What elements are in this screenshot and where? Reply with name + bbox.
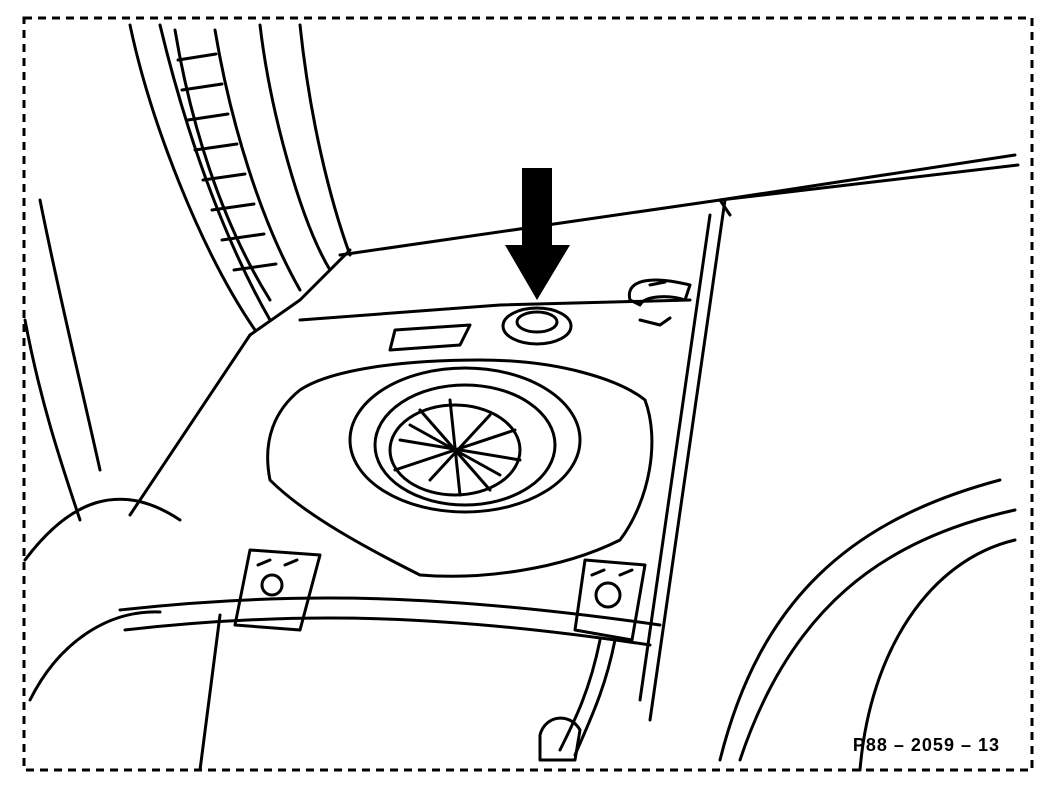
strut-mount-nut — [501, 306, 573, 346]
figure-code: P88 – 2059 – 13 — [852, 735, 1000, 755]
left-pillar — [23, 23, 352, 702]
corrugated-hose — [173, 28, 302, 302]
upper-bracket — [627, 278, 692, 327]
strut-mount-plate — [266, 358, 654, 578]
dashed-border — [22, 16, 1034, 772]
strut-top-mount — [393, 398, 522, 497]
lower-crossmember — [118, 596, 662, 772]
right-fender — [718, 478, 1017, 772]
body-panel — [128, 153, 1020, 722]
lower-right-bracket — [573, 558, 647, 642]
down-arrow-icon — [505, 168, 570, 300]
